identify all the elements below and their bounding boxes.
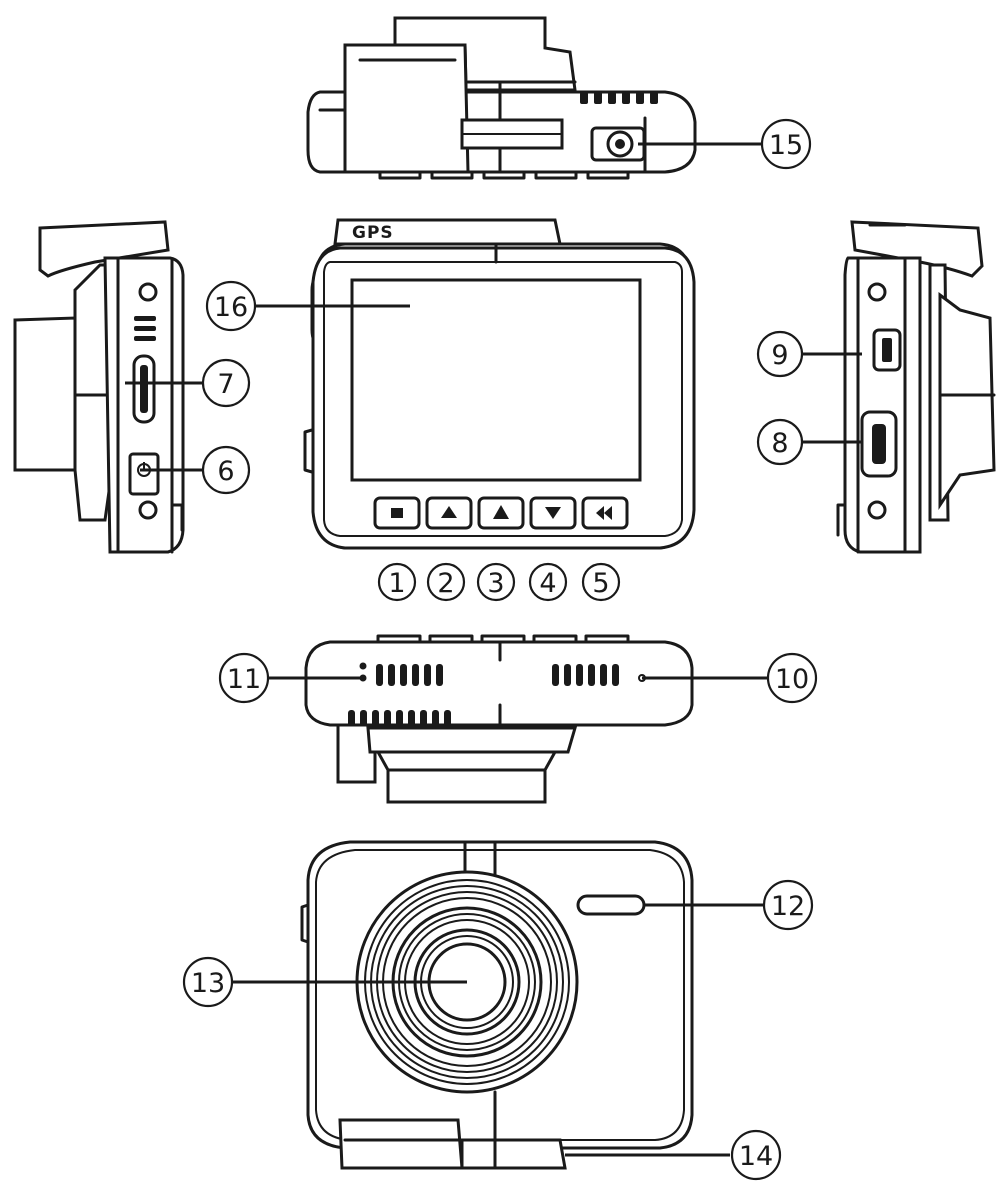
callout-16: 16: [205, 280, 257, 332]
callout-4: 4: [528, 562, 568, 602]
svg-text:15: 15: [769, 130, 803, 161]
callout-8: 8: [756, 418, 804, 466]
svg-text:6: 6: [217, 456, 234, 487]
status-led: [576, 894, 646, 916]
back-button[interactable]: [581, 496, 629, 530]
bottom-view: [304, 634, 694, 804]
svg-text:7: 7: [217, 369, 234, 400]
callout-13: 13: [182, 956, 234, 1008]
down-button[interactable]: [529, 496, 577, 530]
svg-text:3: 3: [487, 568, 504, 599]
gps-logo: GPS: [352, 223, 394, 243]
callout-10: 10: [766, 652, 818, 704]
callout-2: 2: [426, 562, 466, 602]
callout-9: 9: [756, 330, 804, 378]
svg-text:14: 14: [739, 1141, 773, 1172]
svg-text:11: 11: [227, 664, 261, 695]
callout-3: 3: [476, 562, 516, 602]
callout-14: 14: [730, 1129, 782, 1181]
left-side-view: [13, 220, 185, 554]
svg-text:1: 1: [388, 568, 405, 599]
svg-text:10: 10: [775, 664, 809, 695]
callout-7: 7: [201, 358, 251, 408]
svg-text:12: 12: [771, 891, 805, 922]
svg-text:5: 5: [592, 568, 609, 599]
svg-text:4: 4: [539, 568, 556, 599]
top-view: [306, 16, 697, 180]
callout-6: 6: [201, 445, 251, 495]
power-button[interactable]: [128, 452, 160, 496]
svg-text:2: 2: [437, 568, 454, 599]
back-view: [300, 840, 694, 1170]
right-side-view: [836, 220, 996, 554]
front-view: GPS: [303, 218, 696, 550]
callout-12: 12: [762, 879, 814, 931]
svg-text:8: 8: [771, 428, 788, 459]
callout-5: 5: [581, 562, 621, 602]
menu-button[interactable]: [373, 496, 421, 530]
screen: [350, 278, 642, 482]
svg-text:9: 9: [771, 340, 788, 371]
svg-text:13: 13: [191, 968, 225, 999]
callout-15: 15: [760, 118, 812, 170]
up-button[interactable]: [425, 496, 473, 530]
callout-1: 1: [377, 562, 417, 602]
callout-11: 11: [218, 652, 270, 704]
svg-text:16: 16: [214, 292, 248, 323]
callout-lines: [125, 142, 862, 1157]
ok-button[interactable]: [477, 496, 525, 530]
